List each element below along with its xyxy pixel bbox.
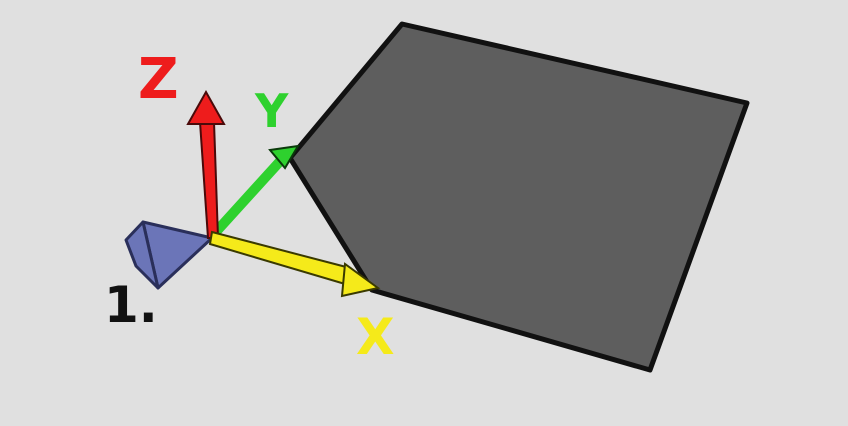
ground-plane	[287, 21, 750, 373]
camera-icon	[124, 220, 214, 290]
y-axis-arrow	[209, 144, 300, 239]
x-axis-arrow	[208, 230, 381, 298]
z-axis-label: Z	[138, 47, 179, 112]
x-axis-label: X	[356, 308, 395, 366]
step-number-label: 1.	[104, 276, 158, 334]
z-axis-arrow	[186, 89, 226, 239]
y-axis-label: Y	[255, 84, 289, 138]
